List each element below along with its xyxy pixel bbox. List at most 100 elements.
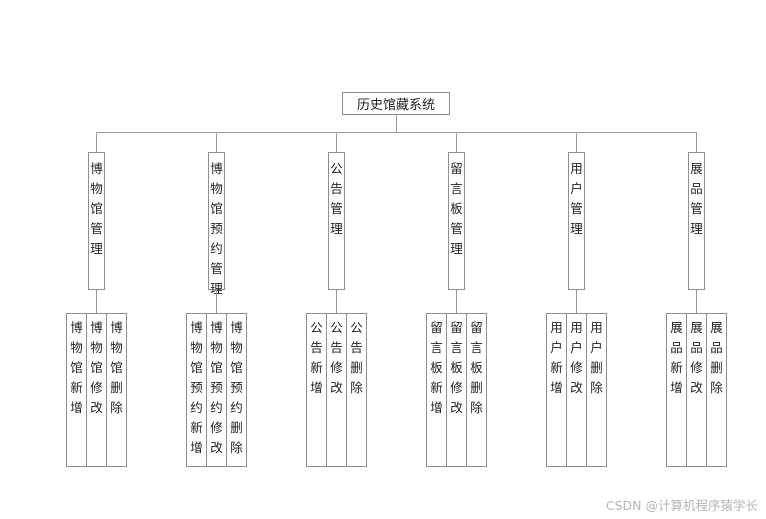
label-char: 告 <box>330 181 343 196</box>
label-char: 理 <box>690 221 703 236</box>
label-char: 告 <box>350 340 363 355</box>
label-char: 删 <box>110 380 123 395</box>
label-char: 展 <box>710 320 723 335</box>
function-node-label: 展品新增 <box>667 314 686 398</box>
label-char: 板 <box>450 360 463 375</box>
function-node-label: 博物馆删除 <box>107 314 126 418</box>
label-char: 物 <box>230 340 243 355</box>
label-char: 物 <box>90 181 103 196</box>
label-char: 公 <box>330 161 343 176</box>
label-char: 改 <box>450 400 463 415</box>
module-drop-connector <box>216 132 217 152</box>
label-char: 品 <box>670 340 683 355</box>
label-char: 理 <box>210 281 223 296</box>
label-char: 馆 <box>230 360 243 375</box>
label-char: 新 <box>190 420 203 435</box>
label-char: 增 <box>70 400 83 415</box>
label-char: 理 <box>330 221 343 236</box>
module-node-label: 博物馆管理 <box>89 153 104 259</box>
label-char: 删 <box>350 360 363 375</box>
function-node: 博物馆删除 <box>107 314 126 466</box>
label-char: 改 <box>330 380 343 395</box>
function-node-label: 展品删除 <box>707 314 726 398</box>
label-char: 预 <box>190 380 203 395</box>
label-char: 户 <box>550 340 563 355</box>
module-node-label: 公告管理 <box>329 153 344 239</box>
function-group: 公告新增公告修改公告删除 <box>306 313 367 467</box>
module-drop-connector <box>456 132 457 152</box>
label-char: 公 <box>310 320 323 335</box>
label-char: 博 <box>110 320 123 335</box>
root-node: 历史馆藏系统 <box>342 92 450 115</box>
function-node: 博物馆预约新增 <box>187 314 207 466</box>
label-char: 板 <box>430 360 443 375</box>
module-node-label: 博物馆预约管理 <box>209 153 224 299</box>
label-char: 物 <box>190 340 203 355</box>
label-char: 馆 <box>190 360 203 375</box>
function-node: 用户新增 <box>547 314 567 466</box>
function-group: 展品新增展品修改展品删除 <box>666 313 727 467</box>
label-char: 博 <box>230 320 243 335</box>
label-char: 预 <box>230 380 243 395</box>
function-node: 博物馆新增 <box>67 314 87 466</box>
module-drop-connector <box>336 132 337 152</box>
module-node-label: 用户管理 <box>569 153 584 239</box>
label-char: 修 <box>570 360 583 375</box>
label-char: 物 <box>210 340 223 355</box>
label-char: 用 <box>550 320 563 335</box>
function-node: 展品修改 <box>687 314 707 466</box>
function-node-label: 留言板删除 <box>467 314 486 418</box>
function-node-label: 博物馆预约新增 <box>187 314 206 458</box>
label-char: 修 <box>90 380 103 395</box>
label-char: 板 <box>450 201 463 216</box>
label-char: 户 <box>570 340 583 355</box>
label-char: 言 <box>450 181 463 196</box>
function-group: 博物馆新增博物馆修改博物馆删除 <box>66 313 127 467</box>
label-char: 修 <box>210 420 223 435</box>
label-char: 馆 <box>210 201 223 216</box>
label-char: 言 <box>450 340 463 355</box>
label-char: 约 <box>230 400 243 415</box>
function-node: 用户删除 <box>587 314 606 466</box>
label-char: 用 <box>570 320 583 335</box>
module-node: 用户管理 <box>568 152 585 290</box>
label-char: 新 <box>310 360 323 375</box>
label-char: 约 <box>190 400 203 415</box>
module-drop-connector <box>96 132 97 152</box>
label-char: 修 <box>690 360 703 375</box>
module-node: 公告管理 <box>328 152 345 290</box>
label-char: 改 <box>210 440 223 455</box>
label-char: 除 <box>710 380 723 395</box>
label-char: 品 <box>690 181 703 196</box>
label-char: 约 <box>210 400 223 415</box>
children-connector <box>336 290 337 313</box>
function-node-label: 公告删除 <box>347 314 366 398</box>
label-char: 删 <box>230 420 243 435</box>
label-char: 新 <box>70 380 83 395</box>
label-char: 预 <box>210 380 223 395</box>
label-char: 馆 <box>70 360 83 375</box>
module-node: 展品管理 <box>688 152 705 290</box>
label-char: 增 <box>670 380 683 395</box>
function-node-label: 公告修改 <box>327 314 346 398</box>
label-char: 博 <box>210 320 223 335</box>
label-char: 新 <box>670 360 683 375</box>
label-char: 除 <box>590 380 603 395</box>
label-char: 新 <box>430 380 443 395</box>
function-node: 公告修改 <box>327 314 347 466</box>
children-connector <box>96 290 97 313</box>
label-char: 增 <box>550 380 563 395</box>
watermark: CSDN @计算机程序猿学长 <box>605 498 758 513</box>
children-connector <box>216 290 217 313</box>
module-node: 留言板管理 <box>448 152 465 290</box>
label-char: 展 <box>690 161 703 176</box>
label-char: 理 <box>450 241 463 256</box>
level2-bus-connector <box>96 132 697 133</box>
label-char: 管 <box>690 201 703 216</box>
function-group: 博物馆预约新增博物馆预约修改博物馆预约删除 <box>186 313 247 467</box>
label-char: 博 <box>210 161 223 176</box>
label-char: 博 <box>70 320 83 335</box>
label-char: 除 <box>350 380 363 395</box>
function-node: 博物馆修改 <box>87 314 107 466</box>
function-node: 博物馆预约修改 <box>207 314 227 466</box>
